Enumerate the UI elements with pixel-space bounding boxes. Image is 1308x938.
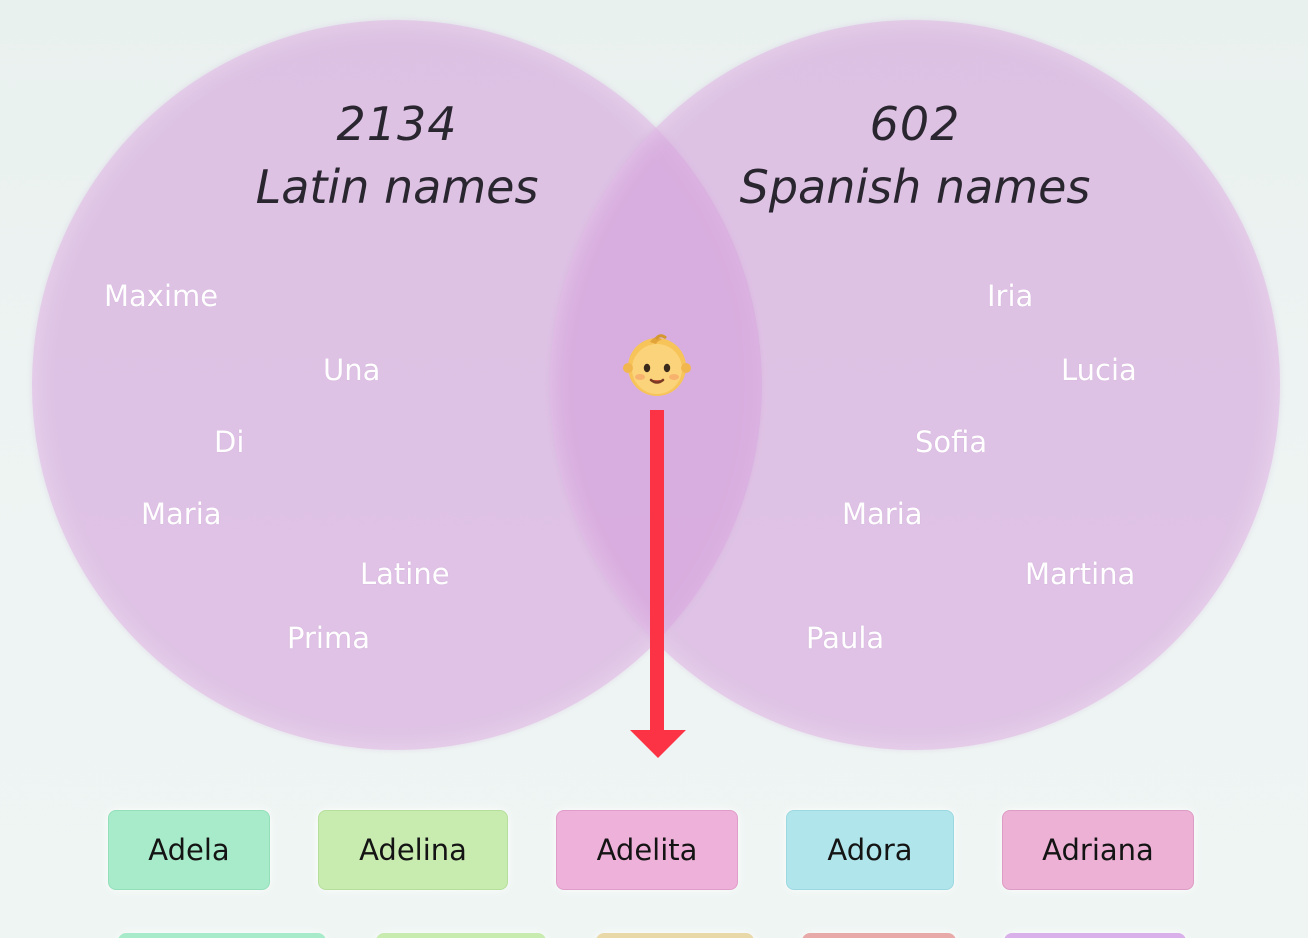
latin-name: Di xyxy=(214,425,245,459)
down-arrow-icon xyxy=(630,730,686,758)
name-chip-adelita[interactable]: Adelita xyxy=(556,810,738,890)
baby-face-icon xyxy=(623,334,691,396)
name-chip-adora[interactable]: Adora xyxy=(786,810,954,890)
name-chip-row2[interactable] xyxy=(596,933,754,938)
spanish-name: Paula xyxy=(806,621,885,655)
name-chip-row2[interactable] xyxy=(118,933,326,938)
name-chip-row2[interactable] xyxy=(1004,933,1186,938)
name-chip-adela[interactable]: Adela xyxy=(108,810,270,890)
latin-title: Latin names xyxy=(255,160,539,214)
name-chip-row2[interactable] xyxy=(376,933,546,938)
spanish-name: Iria xyxy=(987,279,1034,313)
spanish-name: Lucia xyxy=(1061,353,1137,387)
spanish-name: Sofia xyxy=(915,425,988,459)
latin-count: 2134 xyxy=(336,97,458,151)
name-chip-row2[interactable] xyxy=(802,933,956,938)
spanish-name: Martina xyxy=(1025,557,1136,591)
venn-diagram: 2134 Latin names 602 Spanish names Maxim… xyxy=(32,20,1280,758)
latin-name: Maxime xyxy=(104,279,219,313)
name-chip-adelina[interactable]: Adelina xyxy=(318,810,508,890)
latin-name: Maria xyxy=(141,497,222,531)
latin-name: Prima xyxy=(287,621,370,655)
spanish-title: Spanish names xyxy=(739,160,1091,214)
latin-name: Una xyxy=(323,353,381,387)
spanish-count: 602 xyxy=(869,97,961,151)
latin-name: Latine xyxy=(360,557,450,591)
down-arrow-shaft xyxy=(650,410,664,732)
spanish-name: Maria xyxy=(842,497,923,531)
name-chip-adriana[interactable]: Adriana xyxy=(1002,810,1194,890)
